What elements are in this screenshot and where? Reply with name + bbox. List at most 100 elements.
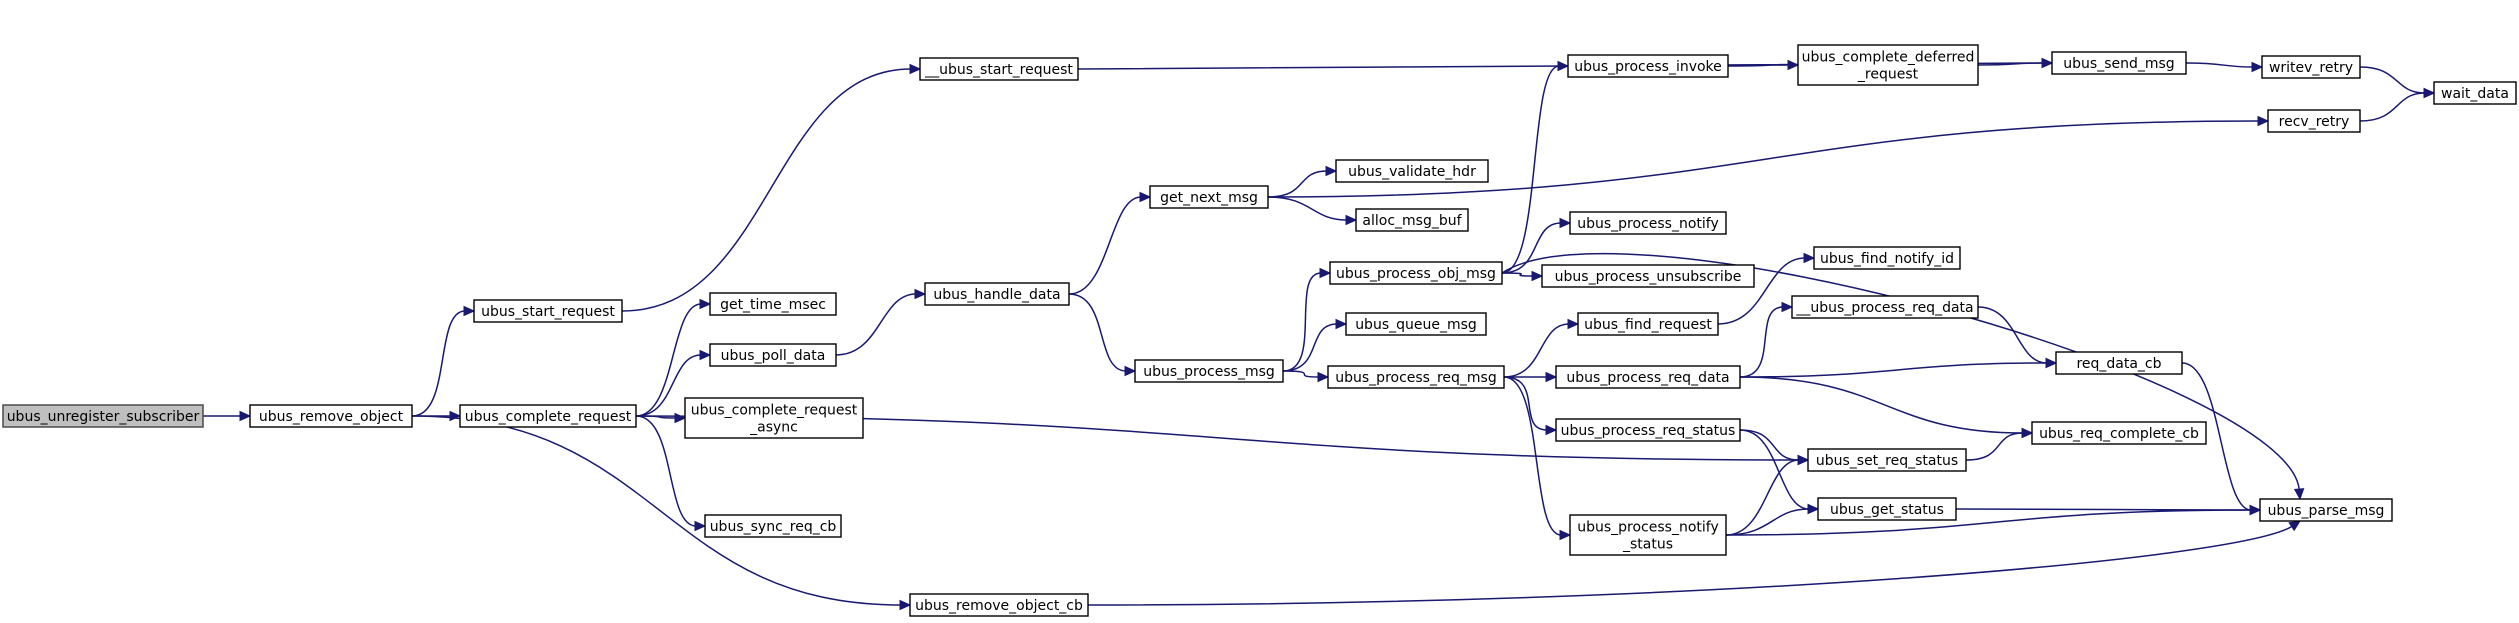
- node-alloc-msg-buf[interactable]: alloc_msg_buf: [1355, 208, 1469, 232]
- node-ubus-process-notify[interactable]: ubus_process_notify: [1569, 211, 1727, 235]
- edge-line: [2185, 62, 2254, 68]
- edge-ubus-process-obj-msg-to-ubus-process-unsubscribe: [1501, 270, 1544, 282]
- edge-ubus-remove-object-to-ubus-start-request: [411, 305, 476, 417]
- edge-arrowhead: [699, 298, 712, 310]
- edge-arrowhead: [1557, 60, 1570, 72]
- node-get-time-msec[interactable]: get_time_msec: [709, 292, 837, 316]
- node-ubus-sync-req-cb[interactable]: ubus_sync_req_cb: [704, 514, 842, 538]
- node-ubus-process-req-msg[interactable]: ubus_process_req_msg: [1327, 365, 1505, 389]
- edge-line: [835, 293, 917, 356]
- edge-ubus-complete-request-to-get-time-msec: [635, 298, 712, 417]
- node-ubus-process-obj-msg[interactable]: ubus_process_obj_msg: [1329, 261, 1503, 285]
- edge-line: [1977, 62, 2044, 66]
- node-ubus-find-notify-id[interactable]: ubus_find_notify_id: [1813, 246, 1961, 270]
- node-ubus-process-notify-status[interactable]: ubus_process_notify_status: [1569, 514, 1727, 556]
- node-box: [1817, 497, 1957, 521]
- edge-arrowhead: [1317, 371, 1330, 383]
- node-box: [1345, 312, 1487, 336]
- edge-line: [1267, 196, 1348, 221]
- node-box: [1327, 365, 1505, 389]
- edge-ubus-process-req-data-to-req-data-cb: [1739, 357, 2058, 378]
- edge-line: [1717, 257, 1806, 325]
- node-ubus-process-req-data[interactable]: __ubus_process_req_data: [1791, 295, 1979, 319]
- node-box: [2031, 421, 2207, 445]
- edge-arrowhead: [1124, 365, 1137, 377]
- node-ubus-remove-object-cb[interactable]: ubus_remove_object_cb: [909, 593, 1089, 617]
- node-box: [1813, 246, 1961, 270]
- edge-arrowhead: [2251, 61, 2264, 73]
- node-label: __ubus_process_req_data: [1795, 300, 1973, 316]
- node-box: [249, 404, 413, 428]
- node-label: alloc_msg_buf: [1362, 213, 1462, 229]
- node-ubus-complete-request-async[interactable]: ubus_complete_request_async: [684, 397, 864, 439]
- node-label: ubus_get_status: [1830, 502, 1944, 518]
- node-ubus-start-request[interactable]: ubus_start_request: [473, 299, 623, 323]
- node-ubus-process-unsubscribe[interactable]: ubus_process_unsubscribe: [1541, 264, 1755, 288]
- node-ubus-process-req-status[interactable]: ubus_process_req_status: [1555, 418, 1741, 442]
- edge-ubus-process-req-data-to-ubus-process-req-data: [1739, 301, 1794, 378]
- node-box: [2433, 81, 2517, 105]
- node-ubus-set-req-status[interactable]: ubus_set_req_status: [1807, 448, 1967, 472]
- edge-ubus-send-msg-to-writev-retry: [2185, 61, 2264, 73]
- node-label: ubus_process_msg: [1143, 364, 1275, 380]
- node-ubus-send-msg[interactable]: ubus_send_msg: [2051, 51, 2187, 75]
- node-ubus-complete-deferred-request[interactable]: ubus_complete_deferred_request: [1797, 44, 1979, 86]
- edge-arrowhead: [1325, 165, 1338, 177]
- node-label: ubus_sync_req_cb: [710, 519, 837, 535]
- edge-ubus-complete-request-to-ubus-poll-data: [635, 349, 712, 417]
- edge-ubus-remove-object-cb-to-ubus-parse-msg: [1087, 520, 2302, 606]
- node-ubus-handle-data[interactable]: ubus_handle_data: [924, 282, 1070, 306]
- edge-arrowhead: [1335, 318, 1348, 330]
- node-label: get_time_msec: [720, 297, 826, 313]
- node-ubus-complete-request[interactable]: ubus_complete_request: [459, 404, 637, 428]
- edge-arrowhead: [674, 412, 687, 424]
- edge-get-next-msg-to-recv-retry: [1267, 115, 2270, 198]
- node-box: [1329, 261, 1503, 285]
- edge-arrowhead: [1319, 267, 1332, 279]
- edge-line: [1965, 432, 2024, 461]
- node-ubus-start-request[interactable]: __ubus_start_request: [919, 57, 1079, 81]
- node-ubus-find-request[interactable]: ubus_find_request: [1577, 312, 1719, 336]
- node-ubus-req-complete-cb[interactable]: ubus_req_complete_cb: [2031, 421, 2207, 445]
- node-box: [924, 282, 1070, 306]
- node-ubus-process-invoke[interactable]: ubus_process_invoke: [1567, 54, 1729, 78]
- node-label: ubus_process_req_data: [1566, 370, 1729, 386]
- node-box: [1149, 185, 1269, 209]
- node-ubus-process-req-data[interactable]: ubus_process_req_data: [1555, 365, 1741, 389]
- node-ubus-parse-msg[interactable]: ubus_parse_msg: [2259, 498, 2393, 522]
- edge-line: [1282, 370, 1320, 378]
- node-writev-retry[interactable]: writev_retry: [2261, 55, 2361, 79]
- node-box: [919, 57, 1079, 81]
- node-box: [1335, 159, 1489, 183]
- node-label: ubus_complete_request: [691, 403, 858, 419]
- node-label: ubus_validate_hdr: [1348, 164, 1476, 180]
- node-ubus-queue-msg[interactable]: ubus_queue_msg: [1345, 312, 1487, 336]
- node-box: [2055, 351, 2183, 375]
- node-ubus-process-msg[interactable]: ubus_process_msg: [1134, 359, 1284, 383]
- edge-arrowhead: [2041, 57, 2054, 69]
- edge-line: [1501, 222, 1562, 274]
- edge-arrowhead: [1803, 252, 1816, 264]
- edge-ubus-process-obj-msg-to-ubus-process-notify: [1501, 217, 1572, 274]
- edge-ubus-process-req-msg-to-ubus-process-req-status: [1503, 376, 1558, 436]
- node-ubus-unregister-subscriber[interactable]: ubus_unregister_subscriber: [2, 404, 204, 428]
- node-ubus-poll-data[interactable]: ubus_poll_data: [709, 343, 837, 367]
- node-get-next-msg[interactable]: get_next_msg: [1149, 185, 1269, 209]
- node-ubus-validate-hdr[interactable]: ubus_validate_hdr: [1335, 159, 1489, 183]
- edge-ubus-process-invoke-to-ubus-complete-deferred-request: [1727, 59, 1800, 71]
- node-wait-data[interactable]: wait_data: [2433, 81, 2517, 105]
- edge-ubus-handle-data-to-ubus-process-msg: [1068, 293, 1137, 377]
- node-ubus-get-status[interactable]: ubus_get_status: [1817, 497, 1957, 521]
- edge-line: [1977, 306, 2048, 364]
- edge-arrowhead: [1787, 59, 1800, 71]
- node-recv-retry[interactable]: recv_retry: [2267, 109, 2361, 133]
- edge-ubus-process-msg-to-ubus-queue-msg: [1282, 318, 1348, 372]
- edge-arrowhead: [1345, 214, 1358, 226]
- node-label: wait_data: [2441, 86, 2509, 102]
- node-label: get_next_msg: [1160, 190, 1258, 206]
- node-label: _request: [1857, 67, 1919, 83]
- edge-ubus-process-req-data-to-req-data-cb: [1977, 306, 2058, 369]
- node-req-data-cb[interactable]: req_data_cb: [2055, 351, 2183, 375]
- node-ubus-remove-object[interactable]: ubus_remove_object: [249, 404, 413, 428]
